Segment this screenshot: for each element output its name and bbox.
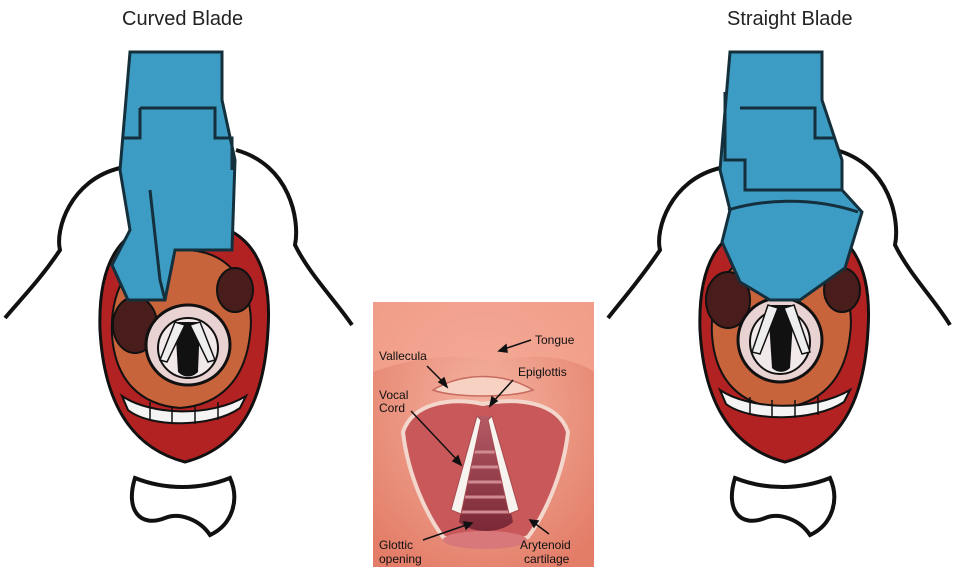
- label-glottic-2: opening: [379, 552, 422, 566]
- label-arytenoid-1: Arytenoid: [520, 538, 571, 552]
- curved-blade-illustration: [0, 0, 360, 567]
- straight-blade-illustration: [600, 0, 957, 567]
- chin: [132, 478, 234, 535]
- label-arytenoid-2: cartilage: [524, 552, 570, 566]
- label-vocal-cord-2: Cord: [379, 401, 405, 415]
- label-tongue: Tongue: [535, 333, 575, 347]
- arytenoid: [443, 531, 527, 549]
- label-vocal-cord-1: Vocal: [379, 388, 408, 402]
- straight-blade: [720, 52, 862, 300]
- label-glottic-1: Glottic: [379, 538, 413, 552]
- label-vallecula: Vallecula: [379, 349, 427, 363]
- label-epiglottis: Epiglottis: [518, 365, 567, 379]
- chin: [732, 478, 834, 535]
- laryngeal-view: Tongue Vallecula Epiglottis Vocal Cord G…: [373, 302, 594, 567]
